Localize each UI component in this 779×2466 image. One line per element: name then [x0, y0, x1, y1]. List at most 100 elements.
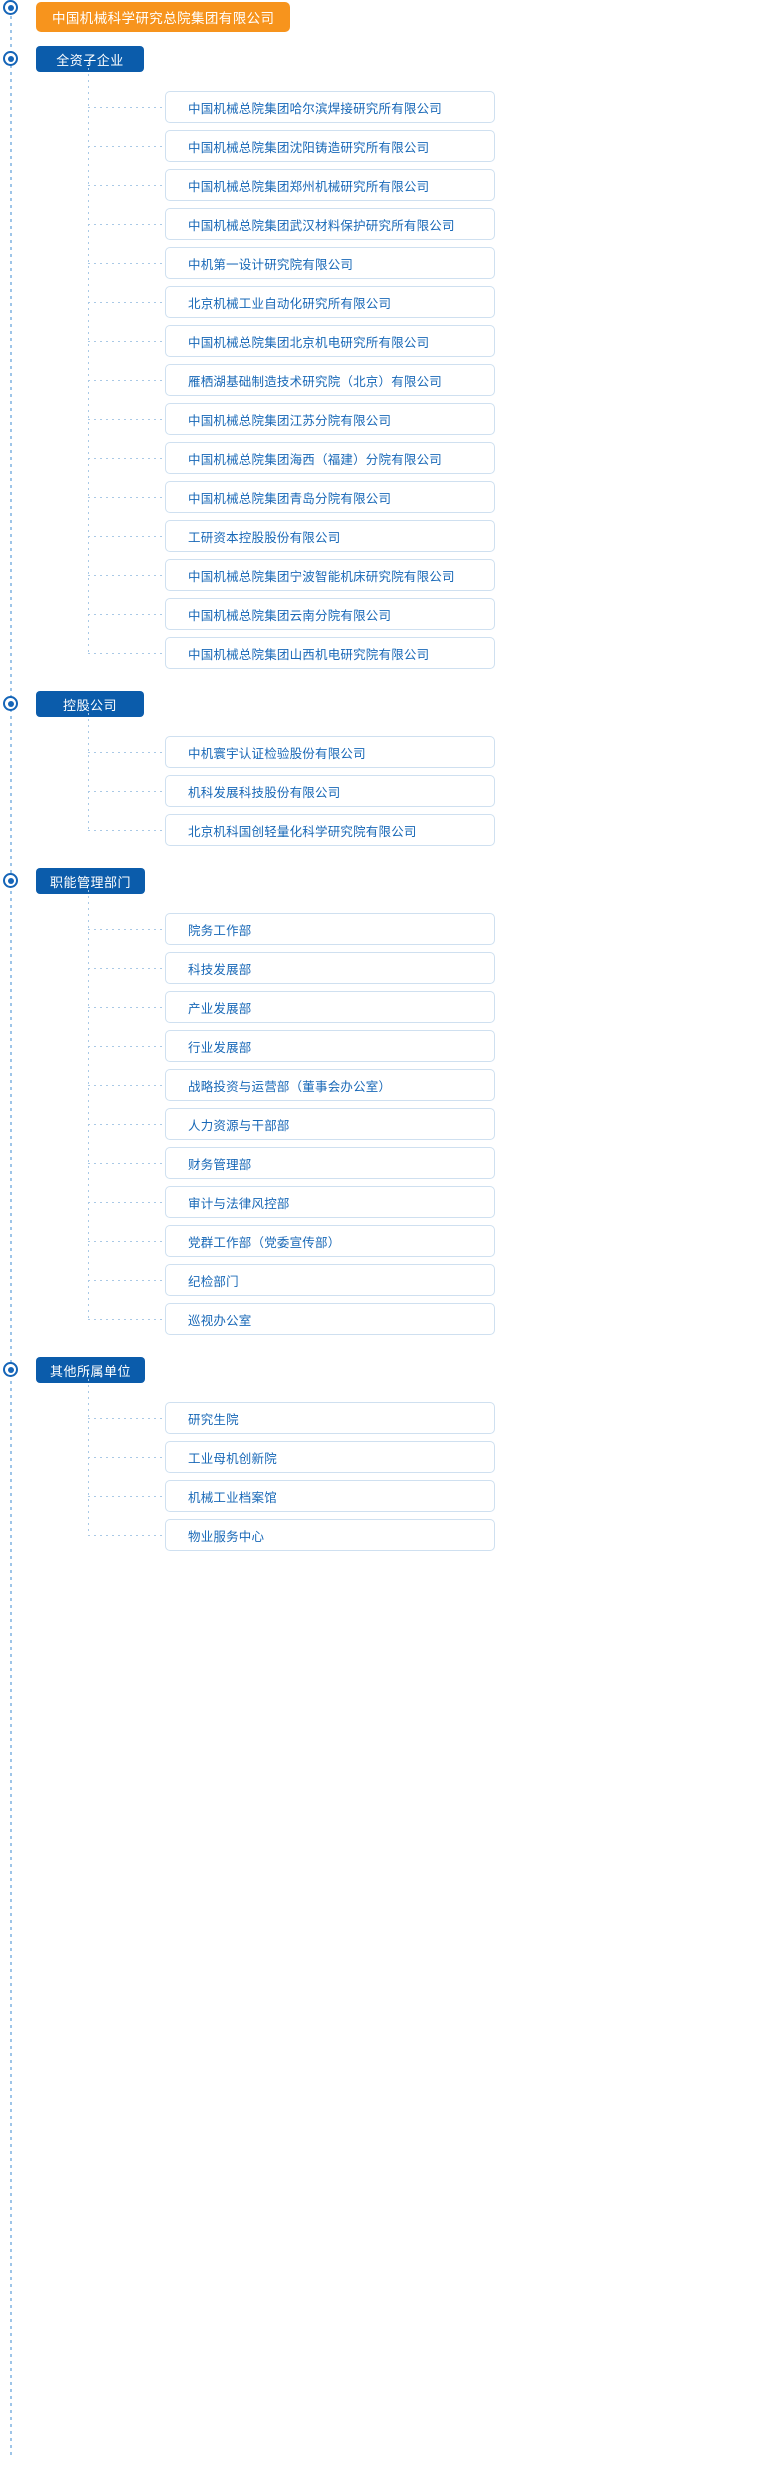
leaf-horizontal-connector [88, 614, 165, 615]
org-unit-item[interactable]: 中机第一设计研究院有限公司 [165, 247, 495, 279]
leaf-horizontal-connector [88, 1046, 165, 1047]
leaf-row: 北京机械工业自动化研究所有限公司 [0, 283, 779, 322]
leaf-horizontal-connector [88, 929, 165, 930]
leaf-horizontal-connector [88, 1457, 165, 1458]
leaf-row: 工业母机创新院 [0, 1438, 779, 1477]
org-unit-item[interactable]: 中国机械总院集团郑州机械研究所有限公司 [165, 169, 495, 201]
leaf-horizontal-connector [88, 1535, 165, 1536]
org-unit-item[interactable]: 战略投资与运营部（董事会办公室） [165, 1069, 495, 1101]
org-unit-item[interactable]: 中国机械总院集团江苏分院有限公司 [165, 403, 495, 435]
group-1: 全资子企业中国机械总院集团哈尔滨焊接研究所有限公司中国机械总院集团沈阳铸造研究所… [0, 46, 779, 691]
leaf-horizontal-connector [88, 1124, 165, 1125]
leaf-row: 工研资本控股股份有限公司 [0, 517, 779, 556]
org-unit-item[interactable]: 中国机械总院集团宁波智能机床研究院有限公司 [165, 559, 495, 591]
leaf-horizontal-connector [88, 1163, 165, 1164]
org-unit-item[interactable]: 中国机械总院集团山西机电研究院有限公司 [165, 637, 495, 669]
leaf-horizontal-connector [88, 302, 165, 303]
category-node[interactable]: 控股公司 [36, 691, 144, 717]
group-header-row: 全资子企业 [0, 46, 779, 88]
org-unit-item[interactable]: 中国机械总院集团武汉材料保护研究所有限公司 [165, 208, 495, 240]
group-header-row: 控股公司 [0, 691, 779, 733]
org-unit-item[interactable]: 审计与法律风控部 [165, 1186, 495, 1218]
org-unit-item[interactable]: 产业发展部 [165, 991, 495, 1023]
leaf-horizontal-connector [88, 224, 165, 225]
group-node-dot-icon [3, 51, 18, 66]
group-header-row: 其他所属单位 [0, 1357, 779, 1399]
leaf-horizontal-connector [88, 1007, 165, 1008]
org-unit-item[interactable]: 党群工作部（党委宣传部） [165, 1225, 495, 1257]
group-node-dot-icon [3, 1362, 18, 1377]
leaf-row: 北京机科国创轻量化科学研究院有限公司 [0, 811, 779, 850]
leaf-row: 中机第一设计研究院有限公司 [0, 244, 779, 283]
group-children: 研究生院工业母机创新院机械工业档案馆物业服务中心 [0, 1373, 779, 1555]
leaf-row: 科技发展部 [0, 949, 779, 988]
org-unit-item[interactable]: 研究生院 [165, 1402, 495, 1434]
org-unit-item[interactable]: 工业母机创新院 [165, 1441, 495, 1473]
org-unit-item[interactable]: 财务管理部 [165, 1147, 495, 1179]
leaf-row: 中机寰宇认证检验股份有限公司 [0, 733, 779, 772]
org-unit-item[interactable]: 中国机械总院集团哈尔滨焊接研究所有限公司 [165, 91, 495, 123]
org-unit-item[interactable]: 雁栖湖基础制造技术研究院（北京）有限公司 [165, 364, 495, 396]
leaf-row: 中国机械总院集团沈阳铸造研究所有限公司 [0, 127, 779, 166]
org-unit-item[interactable]: 中国机械总院集团沈阳铸造研究所有限公司 [165, 130, 495, 162]
leaf-horizontal-connector [88, 263, 165, 264]
org-unit-item[interactable]: 院务工作部 [165, 913, 495, 945]
leaf-row: 行业发展部 [0, 1027, 779, 1066]
leaf-row: 中国机械总院集团北京机电研究所有限公司 [0, 322, 779, 361]
org-unit-item[interactable]: 中国机械总院集团青岛分院有限公司 [165, 481, 495, 513]
org-unit-item[interactable]: 中国机械总院集团云南分院有限公司 [165, 598, 495, 630]
org-unit-item[interactable]: 物业服务中心 [165, 1519, 495, 1551]
leaf-row: 物业服务中心 [0, 1516, 779, 1555]
category-node[interactable]: 其他所属单位 [36, 1357, 146, 1383]
leaf-horizontal-connector [88, 1496, 165, 1497]
leaf-horizontal-connector [88, 458, 165, 459]
group-2: 控股公司中机寰宇认证检验股份有限公司机科发展科技股份有限公司北京机科国创轻量化科… [0, 691, 779, 868]
leaf-horizontal-connector [88, 1319, 165, 1320]
leaf-row: 审计与法律风控部 [0, 1183, 779, 1222]
category-node[interactable]: 职能管理部门 [36, 868, 146, 894]
org-unit-item[interactable]: 工研资本控股股份有限公司 [165, 520, 495, 552]
groups-container: 全资子企业中国机械总院集团哈尔滨焊接研究所有限公司中国机械总院集团沈阳铸造研究所… [0, 46, 779, 1573]
leaf-horizontal-connector [88, 653, 165, 654]
leaf-horizontal-connector [88, 380, 165, 381]
org-unit-item[interactable]: 机械工业档案馆 [165, 1480, 495, 1512]
category-node[interactable]: 全资子企业 [36, 46, 144, 72]
leaf-row: 雁栖湖基础制造技术研究院（北京）有限公司 [0, 361, 779, 400]
leaf-row: 纪检部门 [0, 1261, 779, 1300]
root-node[interactable]: 中国机械科学研究总院集团有限公司 [36, 2, 291, 32]
org-unit-item[interactable]: 中机寰宇认证检验股份有限公司 [165, 736, 495, 768]
org-unit-item[interactable]: 人力资源与干部部 [165, 1108, 495, 1140]
org-unit-item[interactable]: 行业发展部 [165, 1030, 495, 1062]
group-spacer [0, 673, 779, 691]
leaf-row: 研究生院 [0, 1399, 779, 1438]
org-unit-item[interactable]: 中国机械总院集团海西（福建）分院有限公司 [165, 442, 495, 474]
leaf-row: 中国机械总院集团哈尔滨焊接研究所有限公司 [0, 88, 779, 127]
org-unit-item[interactable]: 巡视办公室 [165, 1303, 495, 1335]
leaf-horizontal-connector [88, 1418, 165, 1419]
leaf-row: 巡视办公室 [0, 1300, 779, 1339]
main-vertical-connector [10, 16, 12, 2456]
root-node-row: 中国机械科学研究总院集团有限公司 [0, 0, 779, 46]
group-spacer [0, 850, 779, 868]
org-unit-item[interactable]: 纪检部门 [165, 1264, 495, 1296]
leaf-horizontal-connector [88, 419, 165, 420]
leaf-horizontal-connector [88, 968, 165, 969]
leaf-row: 机械工业档案馆 [0, 1477, 779, 1516]
leaf-row: 院务工作部 [0, 910, 779, 949]
leaf-horizontal-connector [88, 185, 165, 186]
leaf-horizontal-connector [88, 830, 165, 831]
org-unit-item[interactable]: 北京机械工业自动化研究所有限公司 [165, 286, 495, 318]
leaf-horizontal-connector [88, 752, 165, 753]
leaf-horizontal-connector [88, 536, 165, 537]
org-unit-item[interactable]: 中国机械总院集团北京机电研究所有限公司 [165, 325, 495, 357]
group-vertical-connector [88, 62, 89, 654]
leaf-horizontal-connector [88, 341, 165, 342]
leaf-row: 中国机械总院集团云南分院有限公司 [0, 595, 779, 634]
leaf-row: 财务管理部 [0, 1144, 779, 1183]
org-unit-item[interactable]: 机科发展科技股份有限公司 [165, 775, 495, 807]
leaf-row: 机科发展科技股份有限公司 [0, 772, 779, 811]
org-unit-item[interactable]: 科技发展部 [165, 952, 495, 984]
leaf-horizontal-connector [88, 791, 165, 792]
org-unit-item[interactable]: 北京机科国创轻量化科学研究院有限公司 [165, 814, 495, 846]
leaf-row: 中国机械总院集团山西机电研究院有限公司 [0, 634, 779, 673]
